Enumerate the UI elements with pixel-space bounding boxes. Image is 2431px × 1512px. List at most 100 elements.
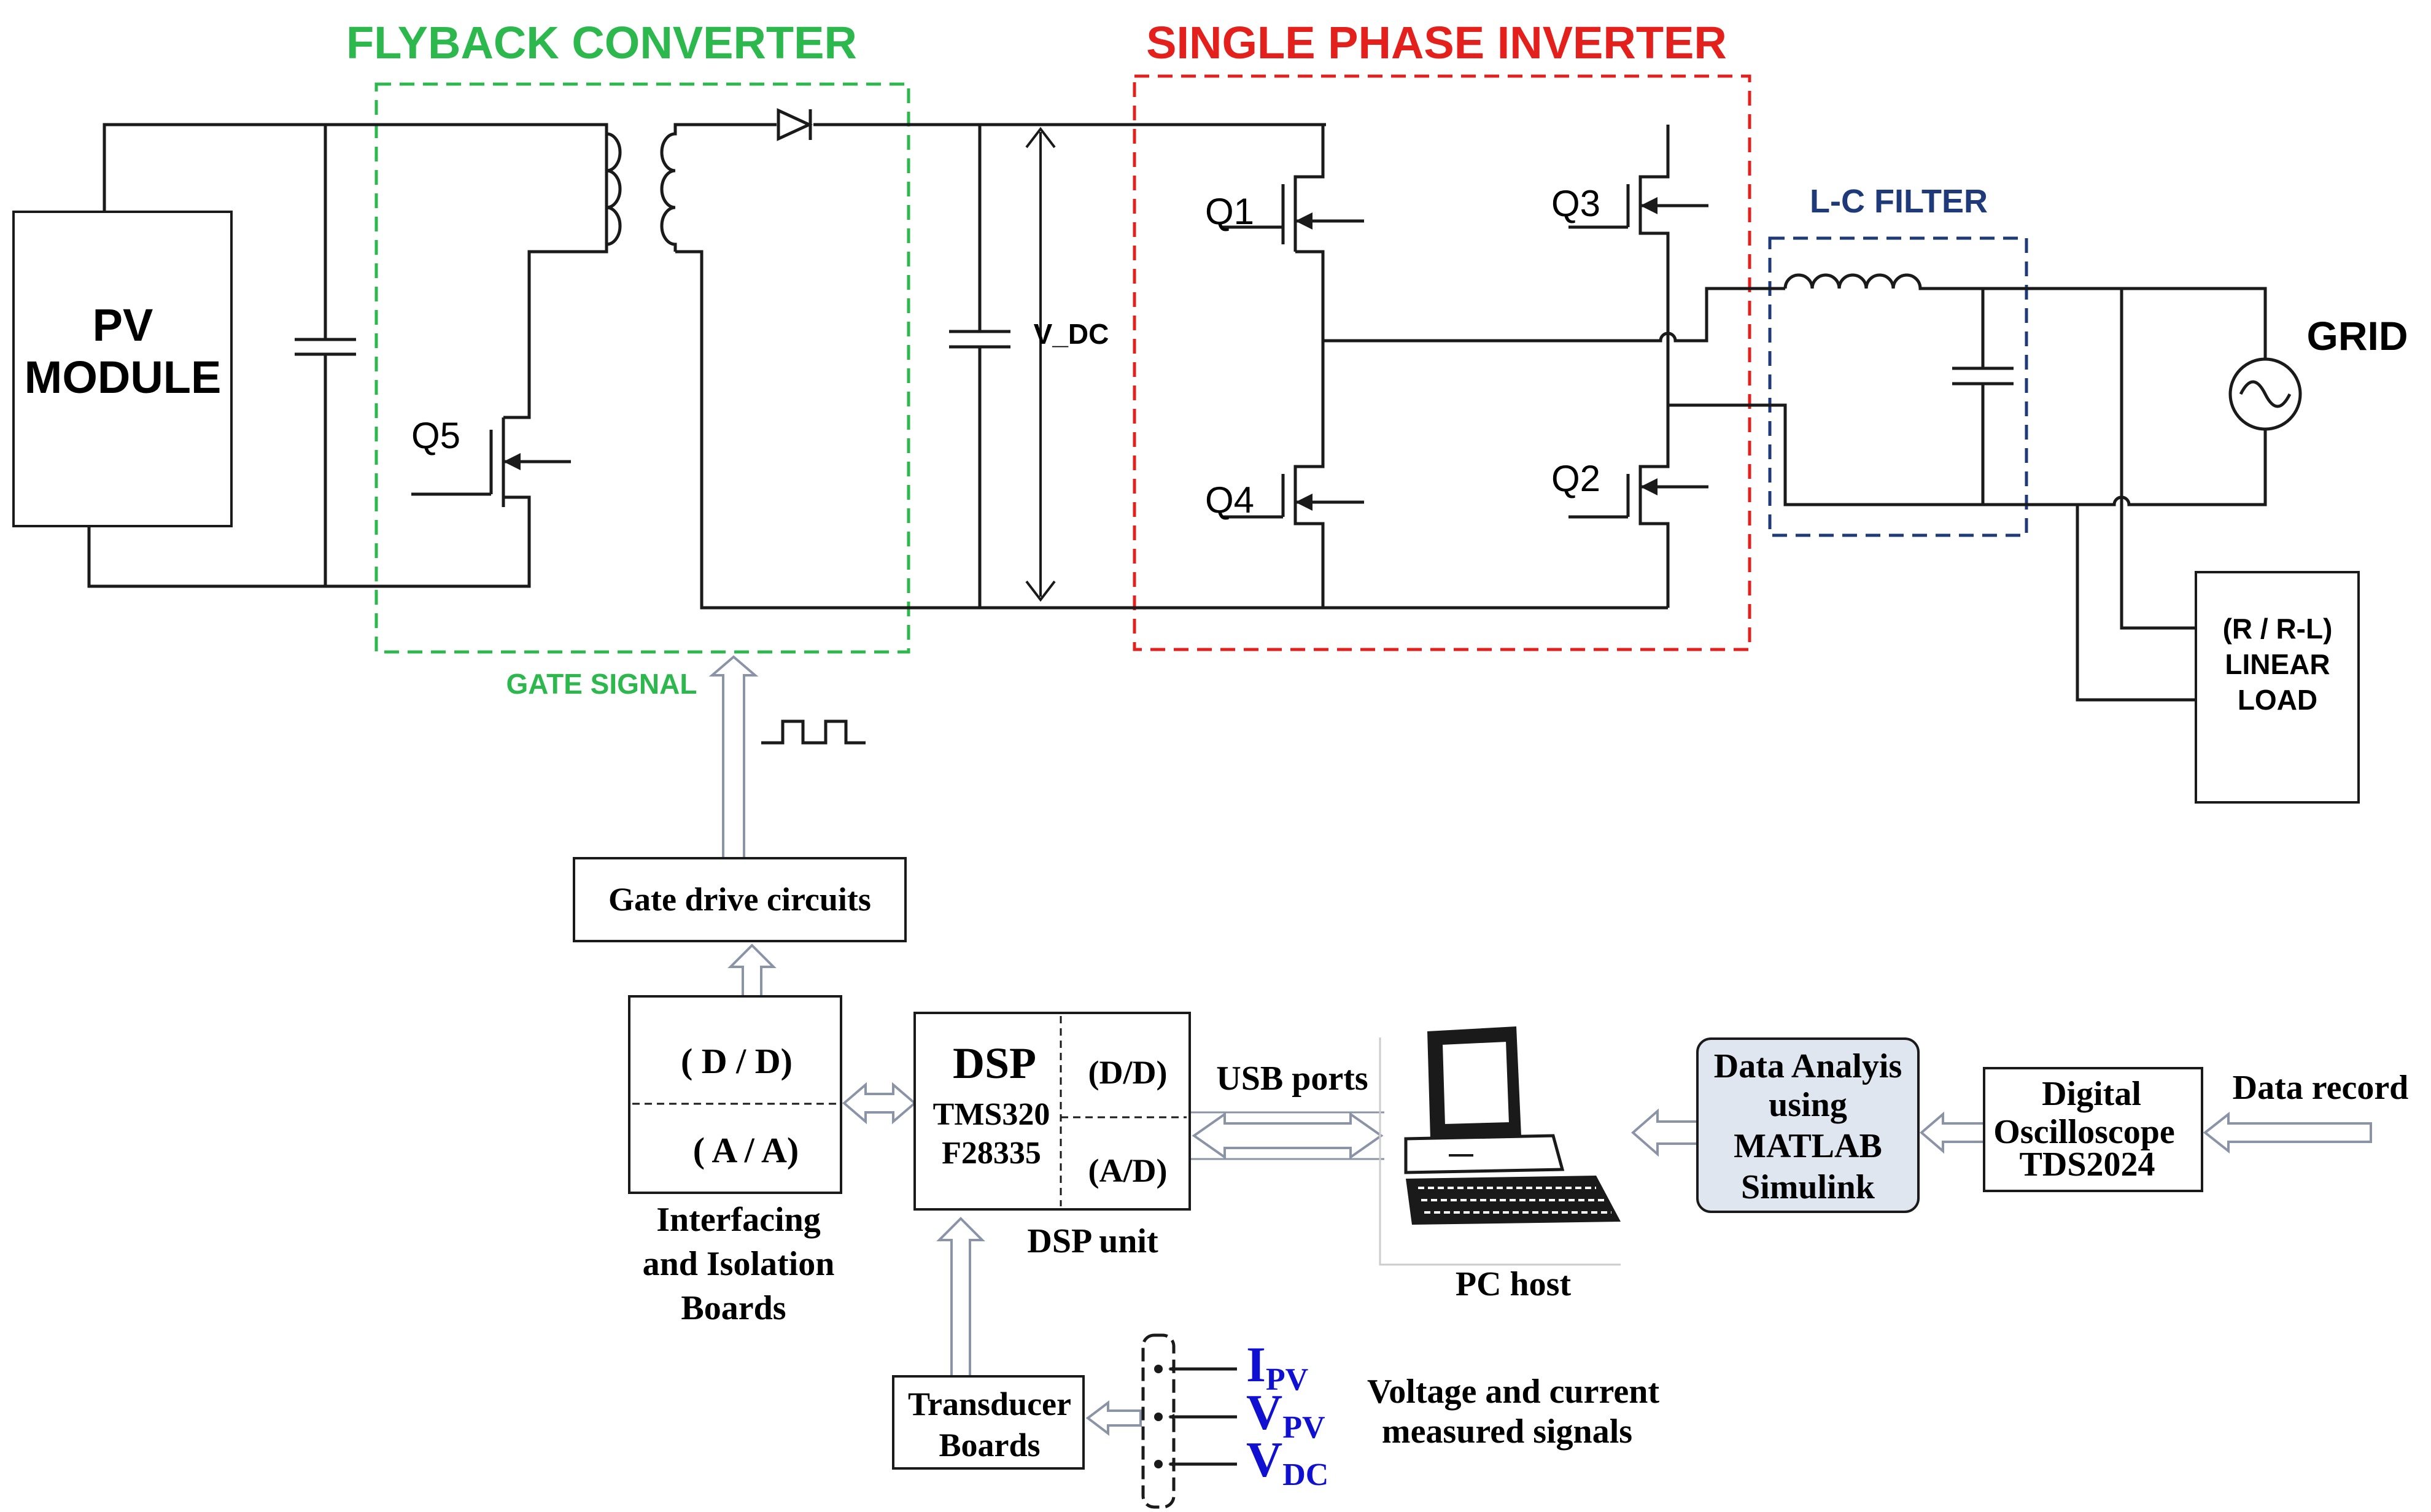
transducer-block (892, 1375, 1085, 1470)
filter-title: L-C FILTER (1810, 183, 1988, 220)
q1-label: Q1 (1205, 191, 1254, 232)
q5-mosfet (411, 417, 571, 507)
interfacing-caption-line1: Interfacing (656, 1201, 821, 1239)
analysis-line2: using (1769, 1086, 1847, 1124)
signal-pin-1 (1154, 1365, 1163, 1373)
pc-host-caption: PC host (1456, 1265, 1572, 1303)
pulse-waveform-icon (761, 719, 866, 745)
gate-drive-label: Gate drive circuits (608, 881, 871, 918)
q3-mosfet (1568, 177, 1708, 233)
flyback-section-border (374, 82, 910, 654)
measured-signals-line1: Voltage and current (1367, 1373, 1659, 1411)
dc-link-capacitor (949, 125, 1010, 608)
dsp-model-line1: TMS320 (933, 1097, 1050, 1132)
grid-label: GRID (2307, 313, 2408, 359)
signal-vpv-label: VPV (1246, 1384, 1325, 1445)
measured-signals-line2: measured signals (1382, 1413, 1632, 1451)
inverter-output-a (1323, 287, 1785, 343)
dsp-ad-label: (A/D) (1088, 1152, 1168, 1189)
transformer-primary (605, 125, 622, 252)
gate-drive-block (573, 857, 907, 942)
interfacing-to-gate-arrow (727, 944, 777, 998)
q5-label: Q5 (411, 415, 460, 456)
vdc-arrow-top (1025, 126, 1056, 149)
filter-capacitor (1952, 289, 2014, 505)
inverter-left-leg (1293, 125, 1325, 608)
interfacing-dsp-arrow (842, 1082, 917, 1125)
interfacing-dd-label: ( D / D) (681, 1041, 793, 1081)
scope-line3: TDS2024 (2020, 1146, 2155, 1184)
inverter-title: SINGLE PHASE INVERTER (1146, 17, 1727, 68)
data-record-label: Data record (2233, 1069, 2409, 1107)
q4-label: Q4 (1205, 479, 1254, 521)
q1-mosfet (1222, 177, 1364, 252)
gate-signal-arrow (708, 655, 759, 859)
scope-to-analysis-arrow (1919, 1111, 1985, 1154)
usb-link-arrow (1192, 1112, 1384, 1160)
q4-gate-arrow (1295, 494, 1312, 511)
q3-label: Q3 (1551, 183, 1600, 224)
inverter-right-leg (1638, 125, 1670, 608)
input-capacitor (295, 125, 356, 586)
load-label-line2: LINEAR (2225, 648, 2330, 680)
usb-ports-label: USB ports (1216, 1060, 1368, 1098)
filter-inductor (1783, 273, 1983, 290)
scope-line2: Oscilloscope (1993, 1113, 2175, 1151)
analysis-line3: MATLAB (1734, 1127, 1882, 1165)
signal-pin-3 (1154, 1460, 1163, 1468)
interfacing-block (628, 995, 842, 1194)
q2-label: Q2 (1551, 458, 1600, 499)
filter-section-border (1768, 236, 2028, 537)
signal-pin-2 (1154, 1413, 1163, 1421)
pv-module-label-line2: MODULE (25, 352, 222, 403)
analysis-line4: Simulink (1741, 1168, 1875, 1206)
q2-gate-arrow (1640, 478, 1658, 495)
grid-bottom-wire (1983, 430, 2267, 506)
q5-gate-arrow (503, 453, 521, 470)
load-tap-bottom (2076, 505, 2196, 702)
data-analysis-block (1696, 1037, 1920, 1213)
pc-host-icon (1379, 1026, 1621, 1266)
signals-to-transducer-arrow (1085, 1400, 1142, 1436)
transducer-line2: Boards (939, 1427, 1040, 1464)
vdc-label: V_DC (1034, 318, 1109, 350)
load-tap-top (2120, 289, 2196, 630)
dsp-title: DSP (953, 1039, 1036, 1088)
vdc-arrow-bottom (1025, 580, 1056, 602)
pv-module (12, 211, 233, 527)
analysis-line1: Data Analyis (1714, 1047, 1902, 1085)
pv-module-label-line1: PV (93, 300, 153, 351)
output-diode (777, 108, 813, 141)
dsp-unit-caption: DSP unit (1027, 1222, 1158, 1260)
gate-signal-label: GATE SIGNAL (506, 668, 697, 700)
linear-load (2195, 571, 2360, 804)
inverter-section-border (1133, 74, 1751, 651)
interfacing-aa-label: ( A / A) (693, 1130, 799, 1170)
interfacing-caption-line3: Boards (681, 1289, 786, 1327)
grid-top-wire (1983, 287, 2267, 359)
flyback-title: FLYBACK CONVERTER (346, 17, 857, 68)
data-record-arrow (2203, 1111, 2372, 1154)
load-label-line3: LOAD (2238, 684, 2317, 716)
transducer-to-dsp-arrow (936, 1217, 985, 1378)
dsp-dd-label: (D/D) (1088, 1054, 1168, 1091)
load-label-line1: (R / R-L) (2223, 613, 2333, 645)
inverter-output-b (1668, 403, 1983, 506)
interfacing-caption-line2: and Isolation (643, 1245, 835, 1283)
signal-vdc-label: VDC (1246, 1432, 1328, 1492)
transducer-line1: Transducer (908, 1386, 1071, 1422)
dsp-block (913, 1012, 1191, 1211)
grid-sine-icon (2239, 380, 2292, 408)
secondary-return-wire (675, 250, 980, 610)
scope-line1: Digital (2042, 1075, 2141, 1113)
q1-gate-arrow (1295, 212, 1312, 230)
q3-gate-arrow (1640, 197, 1658, 214)
transformer-secondary (660, 123, 702, 252)
signal-ipv-label: IPV (1246, 1336, 1308, 1397)
oscilloscope-block (1983, 1067, 2203, 1192)
analysis-to-pc-arrow (1630, 1108, 1699, 1157)
pv-negative-wire (87, 495, 531, 588)
q4-mosfet (1222, 467, 1364, 524)
q2-mosfet (1568, 467, 1708, 524)
